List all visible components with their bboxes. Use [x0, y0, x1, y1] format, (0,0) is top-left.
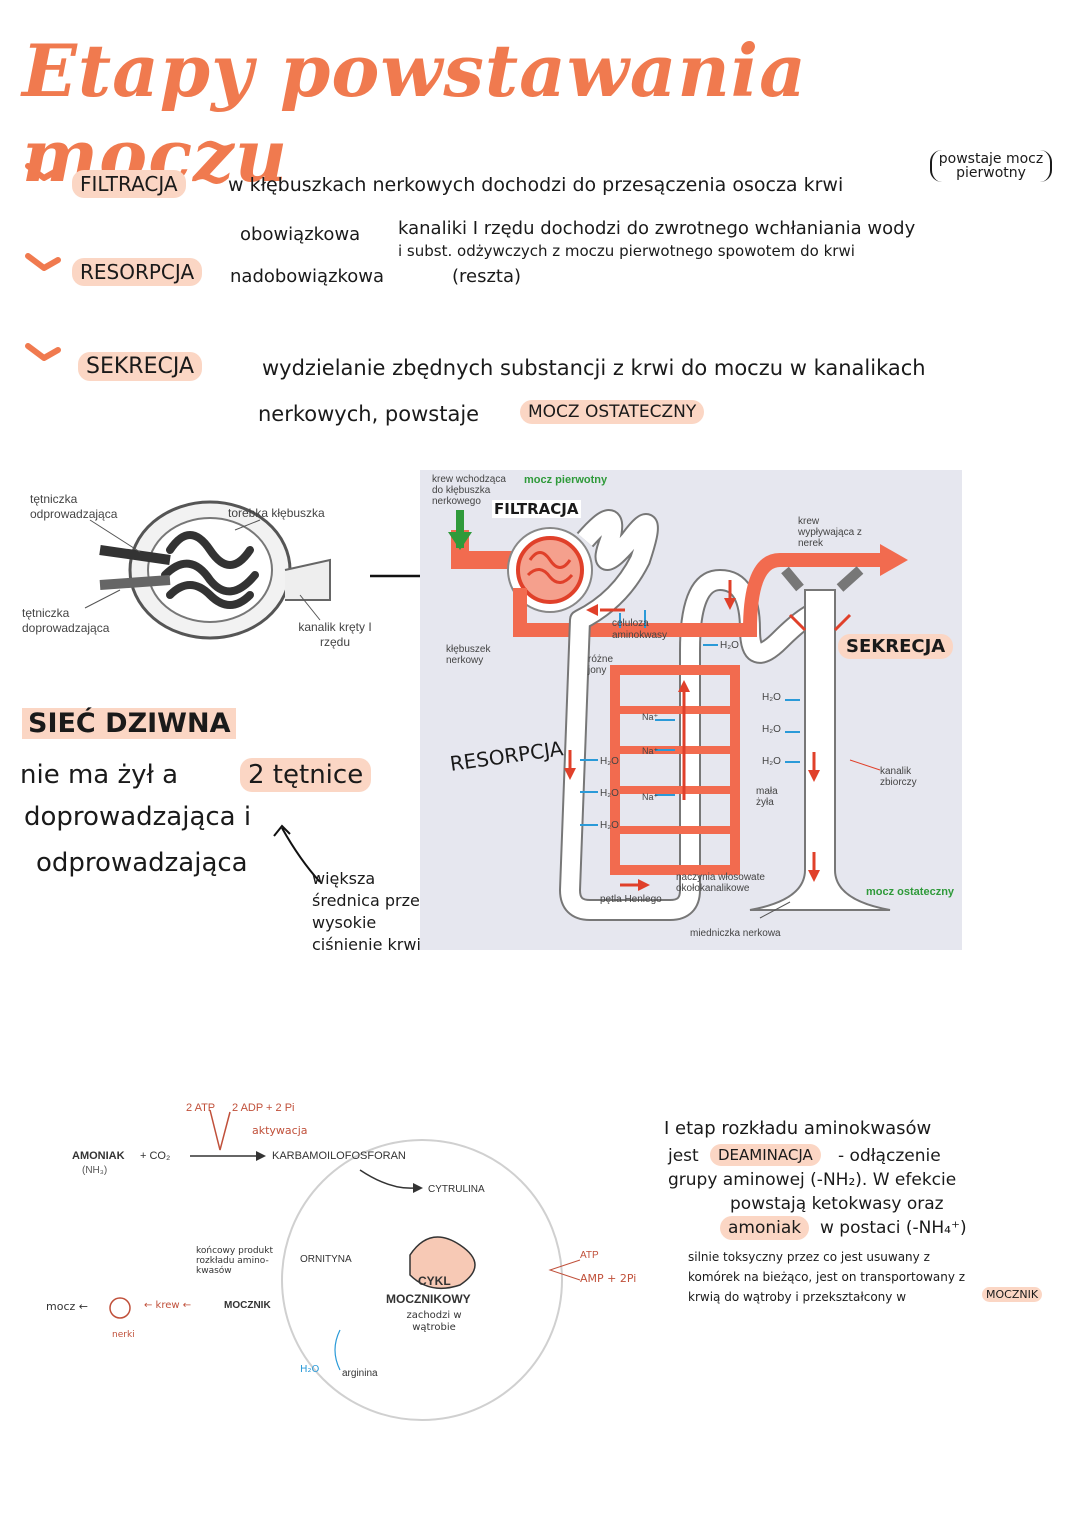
filtracja-note: powstaje mocz pierwotny [930, 150, 1052, 182]
label-h2o-6: H₂O [600, 788, 619, 799]
siec-line-1-highlight: 2 tętnice [240, 758, 372, 792]
label-loop: pętla Henlego [600, 894, 662, 905]
resorpcja-label: RESORPCJA [72, 258, 203, 286]
sekrecja-text-2: nerkowych, powstaje [258, 402, 480, 426]
label-mocz: mocz ← [46, 1300, 88, 1313]
label-arginina: arginina [342, 1368, 378, 1379]
filtracja-label: FILTRACJA [72, 170, 186, 198]
label-amoniak: AMONIAK [72, 1150, 125, 1162]
aa-line-5-highlight: amoniak [720, 1216, 810, 1240]
label-atp: 2 ATP [186, 1102, 216, 1114]
label-end-product: końcowy produkt rozkładu amino-kwasów [196, 1246, 273, 1276]
label-adp: 2 ADP + 2 Pi [232, 1102, 295, 1114]
label-na-3: Na⁺ [642, 792, 659, 802]
sekrecja-label: SEKRECJA [78, 352, 202, 381]
label-filtracja-diagram: FILTRACJA [492, 500, 581, 518]
label-karbamoilofosforan: KARBAMOILOFOSFORAN [272, 1150, 406, 1162]
label-capillaries: naczynia włosowate okołokanalikowe [676, 872, 765, 894]
arrow-icon [25, 343, 61, 361]
label-na-2: Na⁺ [642, 746, 659, 756]
sekrecja-highlight: MOCZ OSTATECZNY [520, 400, 705, 424]
label-cycle-3: zachodzi w wątrobie [406, 1310, 462, 1333]
label-nh3: (NH₃) [82, 1165, 108, 1176]
resorpcja-branch-2: nadobowiązkowa [230, 266, 385, 287]
label-tubule: kanalik kręty I rzędu [298, 620, 372, 649]
label-out-blood: krew wypływająca z nerek [798, 516, 862, 549]
label-h2o-2: H₂O [762, 692, 781, 703]
label-cytrulina: CYTRULINA [428, 1184, 485, 1195]
arrow-icon [25, 253, 61, 271]
aa-note-1: silnie toksyczny przez co jest usuwany z [688, 1250, 930, 1264]
sekrecja-text-1: wydzielanie zbędnych substancji z krwi d… [262, 356, 926, 380]
label-efferent: tętniczka odprowadzająca [30, 492, 118, 521]
siec-title: SIEĆ DZIWNA [22, 708, 237, 739]
aa-line-1: I etap rozkładu aminokwasów [664, 1118, 932, 1139]
nephron-diagram [448, 509, 908, 921]
label-capsule: torebka kłębuszka [228, 506, 325, 520]
label-na-1: Na⁺ [642, 712, 659, 722]
label-h2o-7: H₂O [600, 820, 619, 831]
urea-cycle-diagram [109, 1109, 581, 1421]
glomerulus-diagram [84, 500, 331, 640]
page-title: Etapy powstawania moczu [22, 28, 807, 198]
label-final-urine: mocz ostateczny [866, 886, 955, 898]
label-sekrecja-diagram: SEKRECJA [838, 634, 954, 659]
label-h2o-cycle: H₂O [300, 1364, 320, 1375]
resorpcja-text-1: kanaliki I rzędu dochodzi do zwrotnego w… [398, 218, 916, 239]
siec-line-1: nie ma żył a [20, 760, 179, 790]
label-glucose: celuloza aminokwasy [612, 618, 668, 641]
label-collecting: kanalik zbiorczy [880, 766, 917, 788]
label-afferent: tętniczka doprowadzająca [22, 606, 110, 635]
aa-note-3a: krwią do wątroby i przekształcony w [688, 1290, 907, 1304]
siec-line-2: doprowadzająca i [24, 802, 252, 832]
label-aktywacja: aktywacja [252, 1124, 308, 1137]
label-h2o-3: H₂O [762, 724, 781, 735]
arrow-icon [25, 163, 61, 181]
aa-line-5b: w postaci (-NH₄⁺) [820, 1218, 967, 1238]
siec-line-3: odprowadzająca [36, 848, 248, 878]
label-vein: mała żyła [756, 786, 778, 808]
filtracja-text: w kłębuszkach nerkowych dochodzi do prze… [228, 174, 844, 196]
aa-line-2a: jest [668, 1146, 699, 1166]
label-h2o-4: H₂O [762, 756, 781, 767]
pointer-arrow-icon [273, 824, 321, 883]
resorpcja-text-2: i subst. odżywczych z moczu pierwotnego … [398, 242, 855, 260]
label-amp: AMP + 2Pi [580, 1272, 637, 1285]
label-h2o-1: H₂O [720, 640, 739, 651]
siec-note: większa średnica przez wysokie ciśnienie… [312, 869, 429, 954]
resorpcja-branch-2-note: (reszta) [452, 266, 522, 287]
resorpcja-branch-1: obowiązkowa [240, 224, 361, 245]
label-co2: + CO₂ [140, 1150, 171, 1162]
label-cycle-1: CYKL [418, 1274, 451, 1288]
label-nerki: nerki [112, 1330, 135, 1340]
aa-note-3-highlight: MOCZNIK [982, 1287, 1043, 1302]
label-ions: różne jony [588, 654, 614, 676]
aa-line-3: grupy aminowej (-NH₂). W efekcie [668, 1170, 957, 1190]
label-primary-urine: mocz pierwotny [524, 474, 608, 486]
label-krew: ← krew ← [144, 1300, 192, 1311]
aa-note-2: komórek na bieżąco, jest on transportowa… [688, 1270, 966, 1284]
label-atp-right: ATP [580, 1250, 599, 1261]
label-glomerulus: kłębuszek nerkowy [446, 644, 491, 666]
label-ornityna: ORNITYNA [300, 1254, 352, 1265]
aa-line-2-highlight: DEAMINACJA [710, 1144, 821, 1166]
label-mocznik: MOCZNIK [224, 1300, 271, 1311]
label-in-blood: krew wchodząca do kłębuszka nerkowego [432, 474, 506, 507]
label-cycle-2: MOCZNIKOWY [386, 1292, 471, 1306]
label-h2o-5: H₂O [600, 756, 619, 767]
label-pelvis: miedniczka nerkowa [690, 928, 781, 939]
aa-line-2b: - odłączenie [838, 1146, 941, 1166]
aa-line-4: powstają ketokwasy oraz [730, 1194, 944, 1214]
